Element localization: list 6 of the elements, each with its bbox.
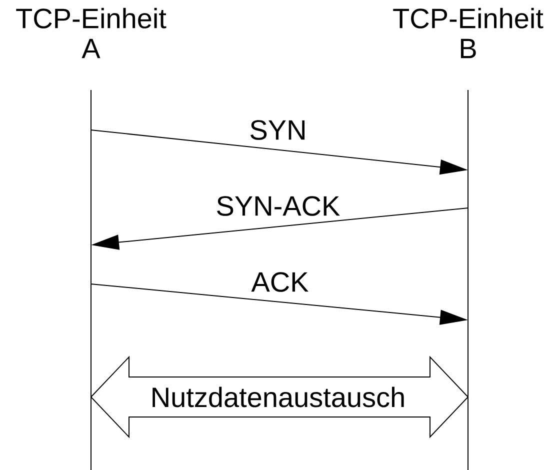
participant-label: TCP-Einheit A: [16, 8, 166, 58]
edge-label: SYN-ACK: [217, 196, 340, 216]
edge-label: Nutzdatenaustausch: [152, 386, 404, 408]
edge-label: SYN: [250, 120, 304, 140]
participant-label: TCP-Einheit B: [393, 8, 544, 58]
edge-label: ACK: [251, 272, 308, 292]
